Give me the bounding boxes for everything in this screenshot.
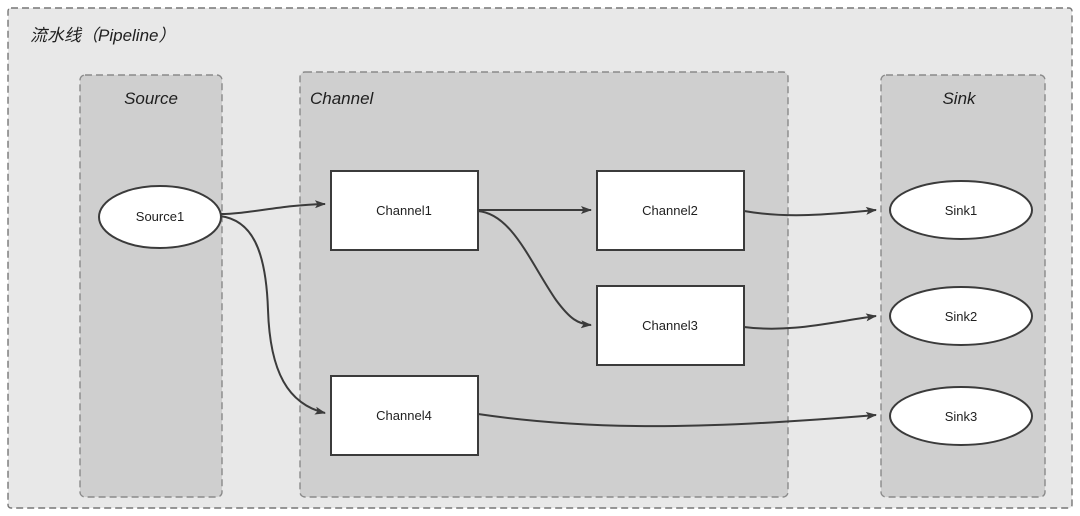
node-sink3-label: Sink3 bbox=[945, 409, 978, 424]
node-channel2-shape[interactable] bbox=[596, 170, 745, 251]
node-channel2-label: Channel2 bbox=[642, 203, 698, 218]
node-sink2-label: Sink2 bbox=[945, 309, 978, 324]
node-channel4-label: Channel4 bbox=[376, 408, 432, 423]
node-sink1[interactable]: Sink1 bbox=[889, 180, 1033, 240]
node-source1-shape[interactable] bbox=[98, 185, 222, 249]
edge-source1-channel4 bbox=[219, 215, 326, 415]
node-channel4[interactable]: Channel4 bbox=[330, 375, 479, 456]
node-sink1-shape[interactable] bbox=[889, 180, 1033, 240]
edge-channel2-sink1 bbox=[743, 206, 877, 217]
group-label-channel: Channel bbox=[310, 89, 375, 108]
node-channel1[interactable]: Channel1 bbox=[330, 170, 479, 251]
node-channel1-label: Channel1 bbox=[376, 203, 432, 218]
edge-channel1-channel3 bbox=[477, 210, 592, 329]
node-sink2[interactable]: Sink2 bbox=[889, 286, 1033, 346]
node-sink3-shape[interactable] bbox=[889, 386, 1033, 446]
node-channel3-shape[interactable] bbox=[596, 285, 745, 366]
group-label-sink: Sink bbox=[942, 89, 977, 108]
node-source1-label: Source1 bbox=[136, 209, 184, 224]
node-sink3[interactable]: Sink3 bbox=[889, 386, 1033, 446]
node-channel3[interactable]: Channel3 bbox=[596, 285, 745, 366]
node-channel2[interactable]: Channel2 bbox=[596, 170, 745, 251]
node-channel1-shape[interactable] bbox=[330, 170, 479, 251]
node-channel3-label: Channel3 bbox=[642, 318, 698, 333]
edge-channel4-sink3 bbox=[477, 411, 877, 428]
edge-channel3-sink2 bbox=[743, 313, 877, 330]
edge-source1-channel1 bbox=[219, 200, 326, 215]
page-title: 流水线（Pipeline） bbox=[30, 26, 176, 45]
node-sink2-shape[interactable] bbox=[889, 286, 1033, 346]
group-label-source: Source bbox=[124, 89, 178, 108]
group-region-source bbox=[79, 74, 223, 498]
node-source1[interactable]: Source1 bbox=[98, 185, 222, 249]
node-channel4-shape[interactable] bbox=[330, 375, 479, 456]
node-sink1-label: Sink1 bbox=[945, 203, 978, 218]
